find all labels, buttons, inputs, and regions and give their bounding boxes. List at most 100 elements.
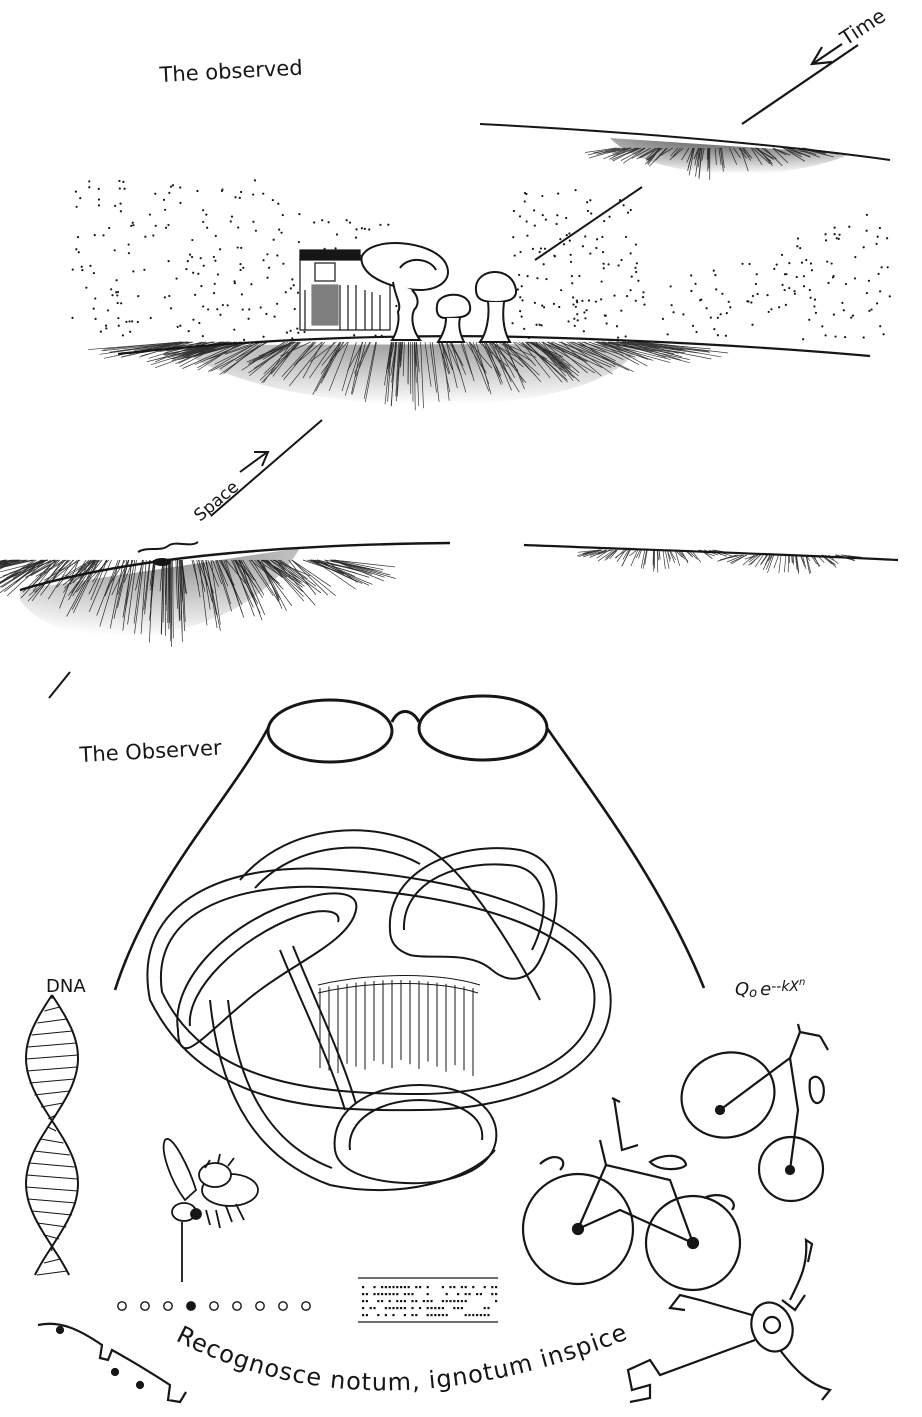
space-dot [833, 313, 835, 315]
space-dot [824, 233, 826, 235]
space-dot [721, 293, 723, 295]
space-dot [729, 306, 731, 308]
space-dot [672, 311, 674, 313]
space-dot [553, 255, 555, 257]
space-dot [866, 292, 868, 294]
dna-base-pair [44, 1259, 60, 1263]
space-dot [748, 263, 750, 265]
space-dot [95, 318, 97, 320]
space-dot [544, 248, 546, 250]
space-dot [583, 330, 585, 332]
space-dot [586, 201, 588, 203]
space-label: Space [190, 477, 243, 526]
pattern-dot [472, 1314, 474, 1316]
tangled-ribbon [147, 830, 610, 1190]
space-dot [143, 269, 145, 271]
space-dot [629, 289, 631, 291]
dot-pattern-block [358, 1278, 498, 1322]
pattern-dot [400, 1300, 402, 1302]
bicycle-distorted [669, 1024, 828, 1201]
space-dot [194, 294, 196, 296]
space-dot [607, 263, 609, 265]
space-dot [809, 289, 811, 291]
pattern-dot [396, 1300, 398, 1302]
pattern-dot [392, 1307, 394, 1309]
space-dot [125, 321, 127, 323]
space-dot [276, 303, 278, 305]
pattern-dot [366, 1314, 368, 1316]
space-dot [105, 327, 107, 329]
space-dot [198, 322, 200, 324]
space-dot [541, 195, 543, 197]
space-dot [170, 307, 172, 309]
space-dot [525, 193, 527, 195]
space-dot [877, 236, 879, 238]
far-horizon-right [524, 545, 898, 574]
pattern-dot [404, 1307, 406, 1309]
pattern-dot [427, 1293, 429, 1295]
space-dot [747, 300, 749, 302]
space-dot [336, 233, 338, 235]
dna-base-pair [44, 1007, 59, 1011]
space-dot [577, 319, 579, 321]
space-dot [540, 247, 542, 249]
space-dot [773, 268, 775, 270]
space-dot [587, 210, 589, 212]
space-dot [114, 249, 116, 251]
pattern-dot [457, 1293, 459, 1295]
space-dot [882, 333, 884, 335]
space-dot [523, 328, 525, 330]
space-dot [565, 217, 567, 219]
space-dot [203, 265, 205, 267]
space-dot [603, 220, 605, 222]
space-dot [328, 221, 330, 223]
space-dot [202, 335, 204, 337]
space-dot [635, 271, 637, 273]
space-dot [262, 259, 264, 261]
pattern-dot [491, 1286, 493, 1288]
space-dot [868, 310, 870, 312]
space-dot [217, 273, 219, 275]
space-dot [879, 290, 881, 292]
space-dot [788, 287, 790, 289]
pattern-dot [396, 1286, 398, 1288]
space-dot [690, 290, 692, 292]
pattern-dot [404, 1300, 406, 1302]
space-dot [705, 307, 707, 309]
space-dot [165, 227, 167, 229]
pattern-dot [495, 1286, 497, 1288]
space-dot [720, 313, 722, 315]
space-dot [682, 313, 684, 315]
space-dot [595, 301, 597, 303]
space-dot [268, 267, 270, 269]
space-dot [808, 319, 810, 321]
space-dot [519, 296, 521, 298]
space-dot [781, 284, 783, 286]
broken-key-fragment [38, 1324, 186, 1402]
space-dot [163, 199, 165, 201]
space-dot [832, 275, 834, 277]
decay-formula: Qoe--kXn [735, 977, 805, 1001]
space-dot [692, 325, 694, 327]
hatch-stroke [779, 555, 781, 573]
space-dot [254, 179, 256, 181]
pattern-dot [385, 1293, 387, 1295]
pattern-dot [453, 1286, 455, 1288]
space-dot [132, 222, 134, 224]
pattern-dot [373, 1307, 375, 1309]
pattern-dot [484, 1286, 486, 1288]
space-dot [617, 336, 619, 338]
space-dot [188, 330, 190, 332]
space-dot [532, 248, 534, 250]
space-dot [670, 285, 672, 287]
space-dot [168, 260, 170, 262]
space-dot [119, 203, 121, 205]
pattern-dot [411, 1293, 413, 1295]
space-dot [219, 248, 221, 250]
pattern-dot [423, 1300, 425, 1302]
space-dot [94, 234, 96, 236]
space-dot [805, 259, 807, 261]
bicycle-large [523, 1098, 740, 1290]
pattern-dot [381, 1293, 383, 1295]
space-dot [608, 216, 610, 218]
